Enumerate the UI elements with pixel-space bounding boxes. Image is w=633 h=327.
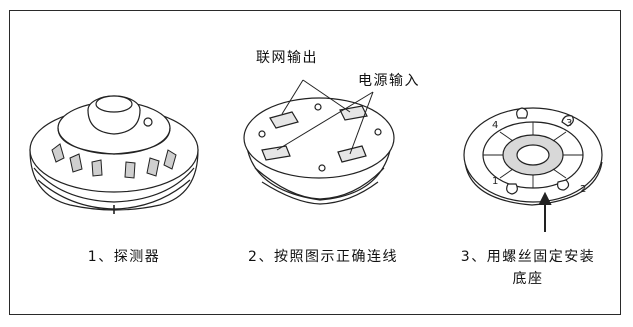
label-network-output: 联网输出 [256, 50, 318, 66]
terminal-number-1: 1 [492, 176, 498, 187]
wiring-base-illustration [243, 79, 395, 205]
caption-step2: 2、按照图示正确连线 [248, 249, 398, 265]
mounting-base-illustration [463, 107, 603, 232]
terminal-block [261, 105, 368, 163]
caption-step3-line1: 3、用螺丝固定安装 [460, 249, 596, 265]
leader-lines [276, 79, 374, 155]
mounting-arrow [538, 191, 552, 232]
terminal-number-4: 4 [492, 120, 498, 131]
detector-illustration [29, 95, 199, 214]
terminal-number-3: 3 [566, 118, 572, 129]
caption-step3-line2: 底座 [512, 271, 544, 287]
label-power-input: 电源输入 [358, 73, 420, 89]
terminal-number-2: 2 [580, 184, 586, 195]
caption-step1: 1、探测器 [87, 249, 161, 265]
